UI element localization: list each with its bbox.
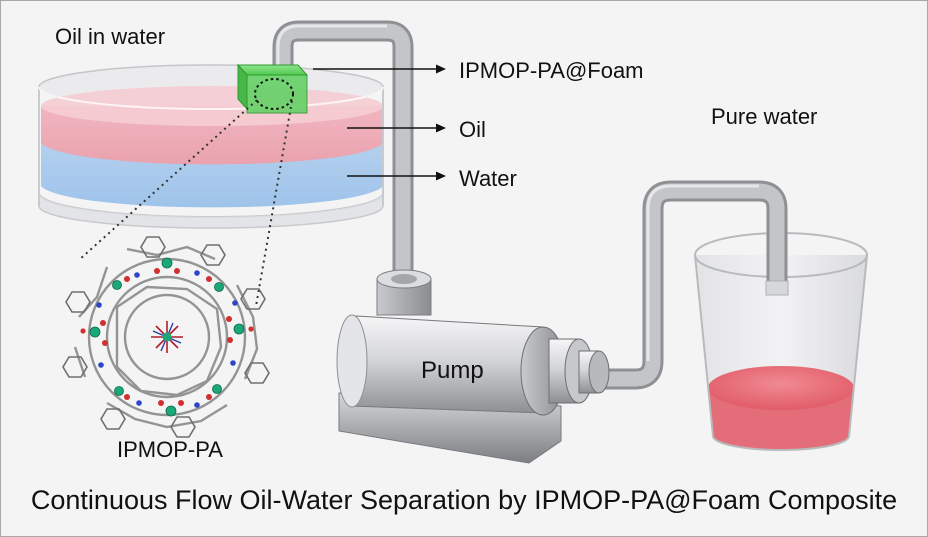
pump	[336, 269, 610, 464]
label-oil-in-water: Oil in water	[55, 24, 166, 49]
zoom-line-left	[78, 99, 258, 261]
ipmop-pa-structure	[62, 236, 270, 438]
label-oil: Oil	[459, 117, 486, 142]
collected-oil	[708, 366, 854, 410]
label-foam: IPMOP-PA@Foam	[459, 58, 644, 83]
separation-dish	[38, 64, 384, 229]
label-molecule: IPMOP-PA	[117, 437, 223, 462]
label-pump: Pump	[421, 357, 484, 384]
label-water: Water	[459, 166, 517, 191]
label-pure-water: Pure water	[711, 104, 818, 129]
label-arrows	[313, 64, 446, 181]
foam-block	[236, 63, 309, 114]
collection-beaker	[694, 232, 868, 451]
figure-caption: Continuous Flow Oil-Water Separation by …	[30, 485, 898, 515]
outlet-pipe	[601, 180, 789, 390]
inlet-pipe	[272, 20, 414, 286]
